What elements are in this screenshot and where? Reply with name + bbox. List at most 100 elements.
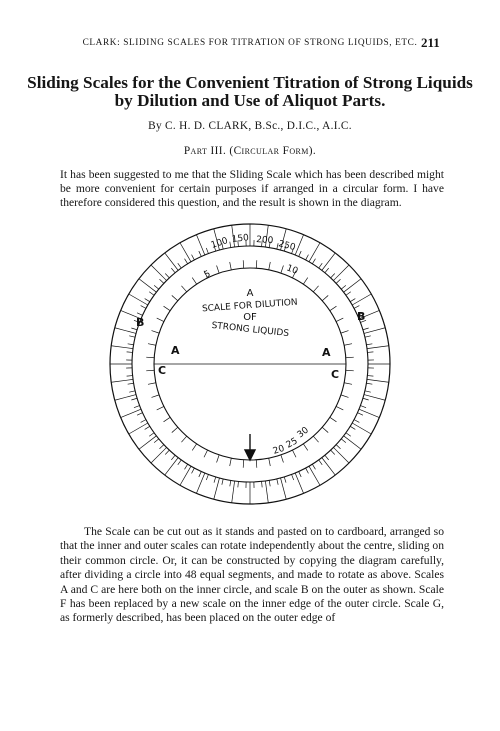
tick-mark: [149, 291, 155, 296]
tick-mark: [144, 426, 150, 430]
tick-mark: [357, 312, 364, 316]
tick-mark: [216, 454, 220, 463]
tick-mark: [321, 457, 336, 476]
tick-mark: [362, 397, 369, 401]
intro-paragraph: It has been suggested to me that the Sli…: [60, 168, 444, 209]
tick-mark: [213, 477, 220, 500]
tick-mark: [237, 240, 239, 247]
tick-mark: [283, 476, 287, 483]
author-byline: By C. H. D. CLARK, B.Sc., D.I.C., A.I.C.: [148, 120, 352, 132]
tick-mark: [164, 252, 179, 271]
tick-mark: [136, 412, 143, 416]
outer-number: 250: [277, 239, 296, 253]
tick-mark: [324, 454, 329, 461]
tick-mark: [335, 406, 344, 411]
tick-mark: [280, 477, 287, 500]
tick-mark: [179, 242, 192, 262]
tick-mark: [294, 472, 304, 494]
tick-mark: [329, 305, 337, 311]
tick-mark: [350, 298, 356, 302]
tick-mark: [318, 459, 323, 465]
inner-number: 20: [272, 444, 286, 457]
tick-mark: [171, 427, 179, 433]
tick-mark: [353, 419, 360, 423]
tick-mark: [276, 243, 279, 250]
scale-b-right-label: B: [357, 310, 365, 323]
tick-mark: [213, 228, 220, 251]
tick-mark: [364, 390, 371, 393]
tick-mark: [198, 471, 202, 478]
tick-mark: [366, 343, 373, 346]
tick-mark: [276, 478, 279, 485]
tick-mark: [291, 247, 295, 254]
tick-mark: [131, 327, 138, 331]
tick-mark: [128, 293, 148, 306]
tick-mark: [367, 351, 374, 353]
scale-a-right-label: A: [322, 346, 331, 359]
tick-mark: [184, 258, 188, 264]
tick-mark: [111, 379, 134, 383]
tick-mark: [191, 467, 195, 474]
tick-mark: [229, 241, 232, 248]
circular-slide-rule-diagram: B B A A C C A SCALE FOR DILUTION OF STRO…: [109, 223, 391, 505]
tick-mark: [126, 351, 133, 353]
tick-mark: [367, 375, 374, 377]
tick-mark: [136, 312, 143, 316]
outer-number: 200: [256, 235, 274, 246]
tick-mark: [294, 234, 304, 256]
tick-mark: [330, 449, 336, 455]
tick-mark: [156, 317, 165, 322]
tick-mark: [366, 345, 389, 349]
tick-mark: [312, 258, 316, 264]
tick-mark: [128, 422, 148, 435]
tick-mark: [333, 447, 350, 464]
tick-mark: [335, 317, 344, 322]
tick-mark: [151, 394, 160, 398]
index-arrow: [243, 434, 257, 462]
tick-mark: [229, 458, 232, 467]
page-number: 211: [421, 35, 440, 50]
inner-number: 5: [203, 269, 213, 281]
tick-mark: [114, 394, 137, 401]
tick-mark: [305, 254, 309, 261]
body-paragraph: The Scale can be cut out as it stands an…: [60, 525, 444, 625]
tick-mark: [268, 241, 271, 248]
tick-mark: [177, 263, 182, 269]
tick-mark: [181, 435, 187, 443]
tick-mark: [153, 438, 160, 443]
tick-mark: [344, 382, 353, 385]
tick-mark: [164, 273, 170, 279]
tick-mark: [140, 419, 147, 423]
tick-mark: [280, 265, 284, 274]
tick-mark: [138, 435, 157, 450]
tick-mark: [321, 295, 329, 301]
tick-mark: [312, 464, 316, 470]
tick-mark: [242, 459, 245, 468]
tick-mark: [179, 466, 192, 486]
tick-mark: [150, 264, 167, 281]
tick-mark: [149, 432, 155, 437]
tick-mark: [340, 394, 349, 398]
tick-mark: [198, 250, 202, 257]
tick-mark: [345, 291, 351, 296]
tick-mark: [333, 264, 350, 281]
tick-mark: [255, 459, 258, 468]
tick-mark: [350, 426, 356, 430]
tick-mark: [357, 412, 364, 416]
tick-mark: [364, 335, 371, 338]
tick-mark: [353, 305, 360, 309]
tick-mark: [345, 369, 354, 372]
tick-mark: [308, 466, 321, 486]
tick-mark: [159, 444, 165, 450]
tick-mark: [129, 335, 136, 338]
tick-mark: [147, 382, 156, 385]
tick-mark: [298, 250, 302, 257]
tick-mark: [140, 305, 147, 309]
tick-mark: [242, 260, 245, 269]
tick-mark: [303, 277, 309, 285]
tick-mark: [127, 382, 134, 385]
tick-mark: [352, 293, 372, 306]
article-title: Sliding Scales for the Convenient Titrat…: [27, 73, 473, 110]
scale-b-left-label: B: [136, 316, 144, 329]
tick-mark: [265, 225, 269, 248]
